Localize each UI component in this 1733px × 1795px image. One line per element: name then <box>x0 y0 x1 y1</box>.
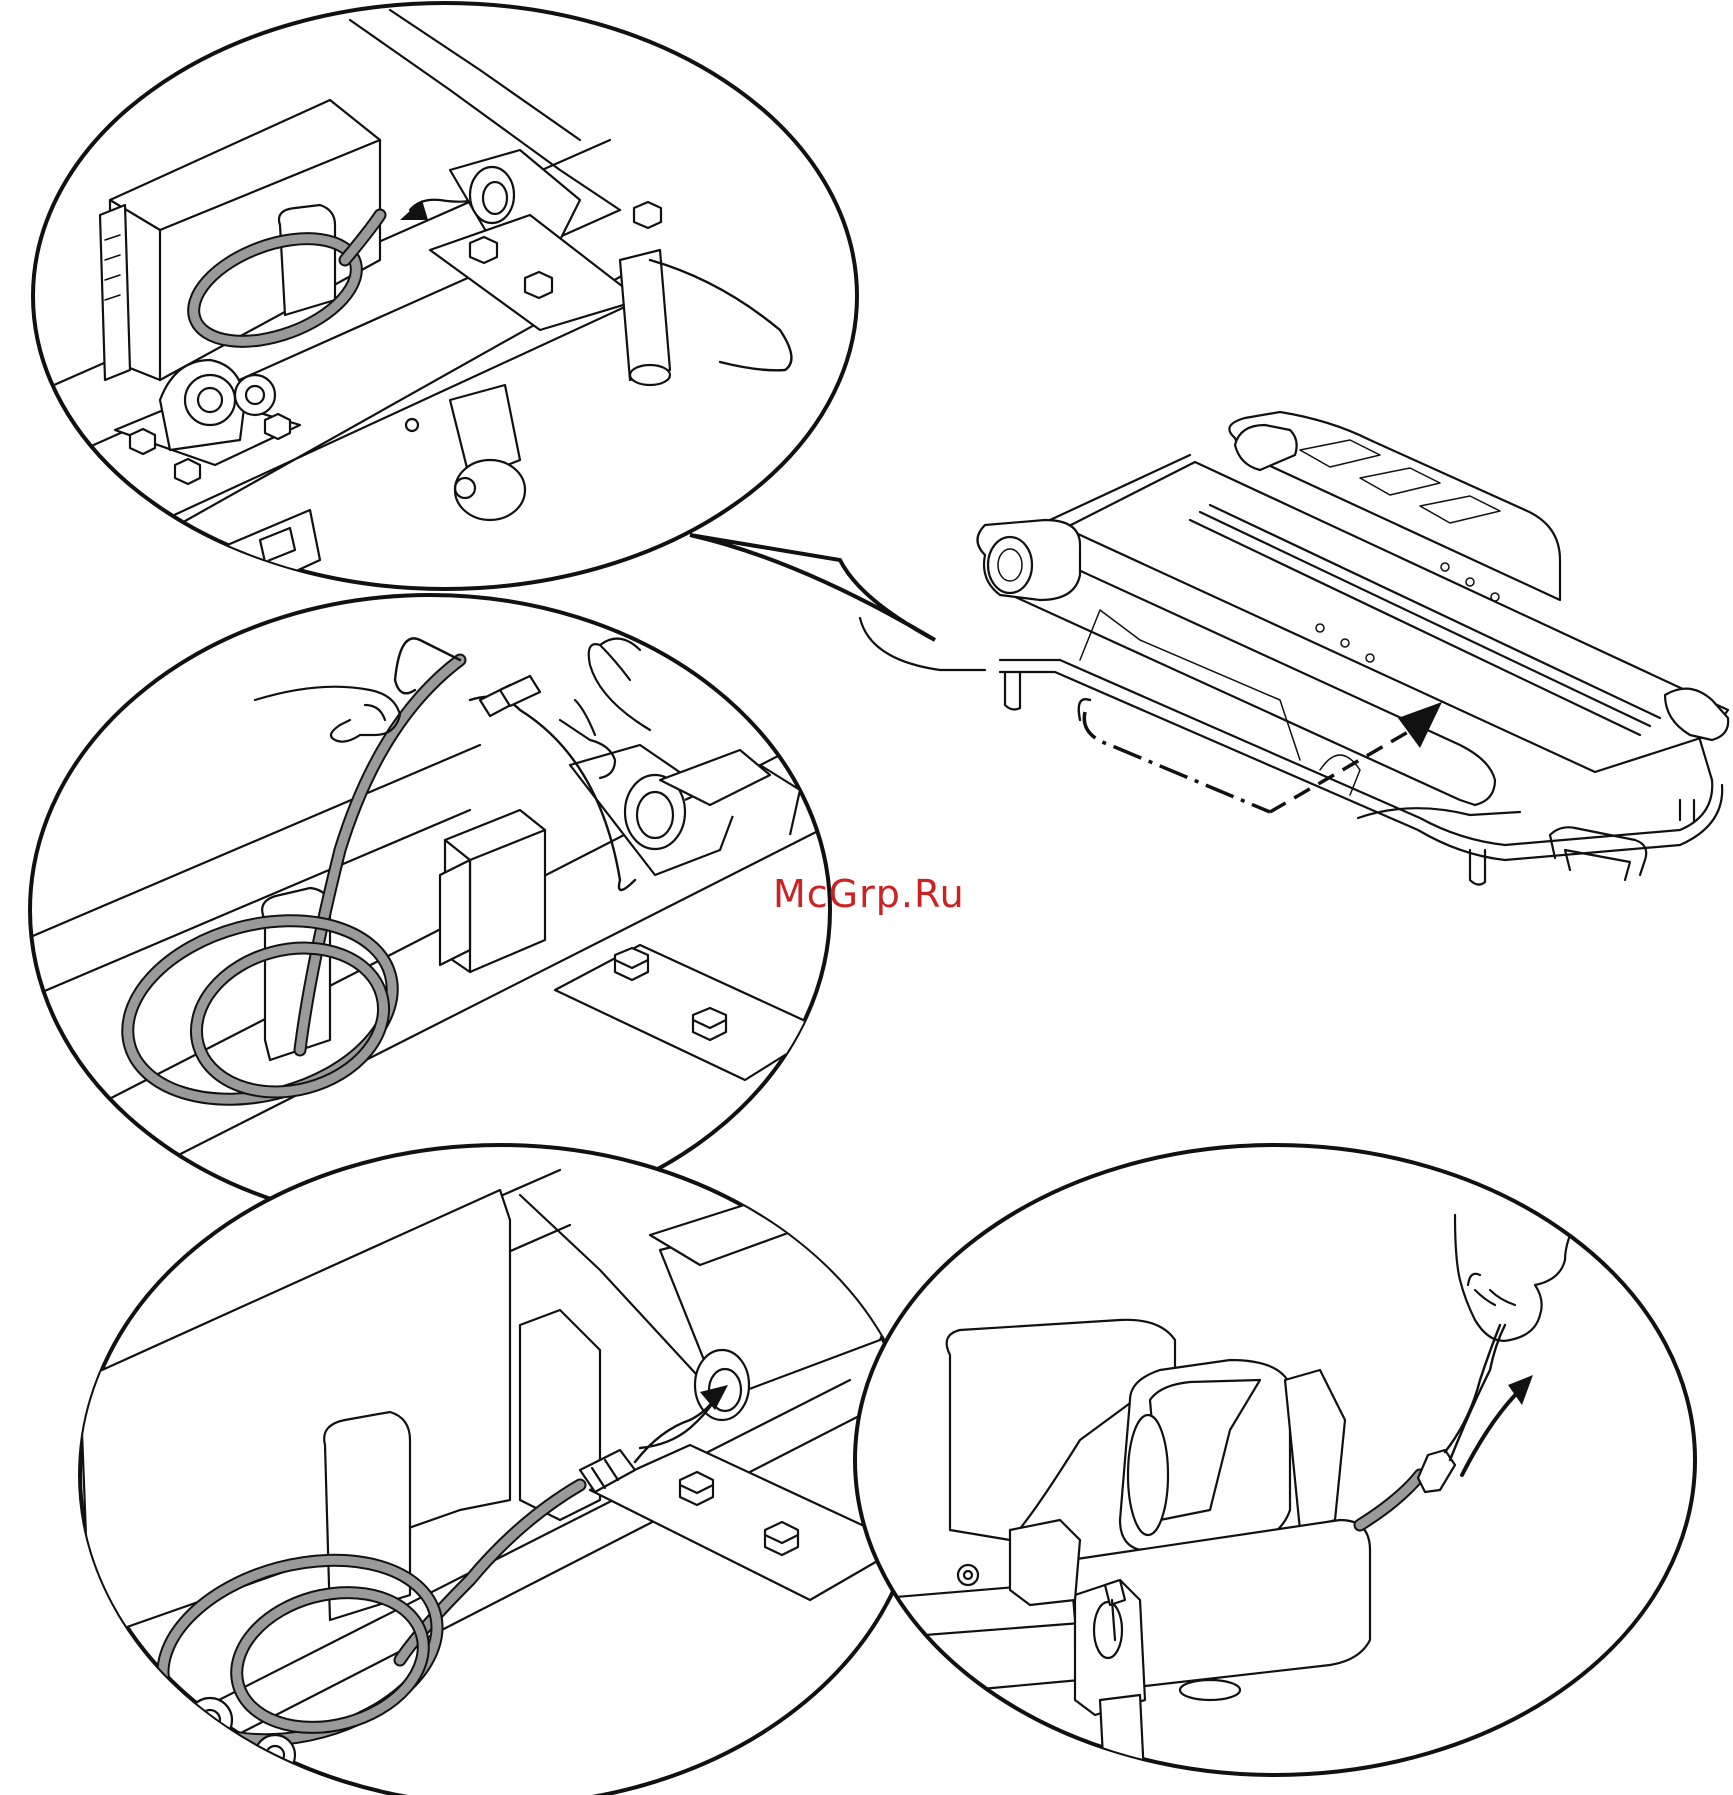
detail-middle <box>0 595 830 1240</box>
bubble-tail <box>690 535 935 640</box>
watermark: McGrp.Ru <box>773 872 965 916</box>
detail-bottom-right <box>855 1145 1695 1795</box>
treadmill-overview <box>978 412 1729 885</box>
leader-line <box>860 618 985 670</box>
detail-top <box>20 3 935 640</box>
detail-bottom-left <box>80 1145 920 1795</box>
